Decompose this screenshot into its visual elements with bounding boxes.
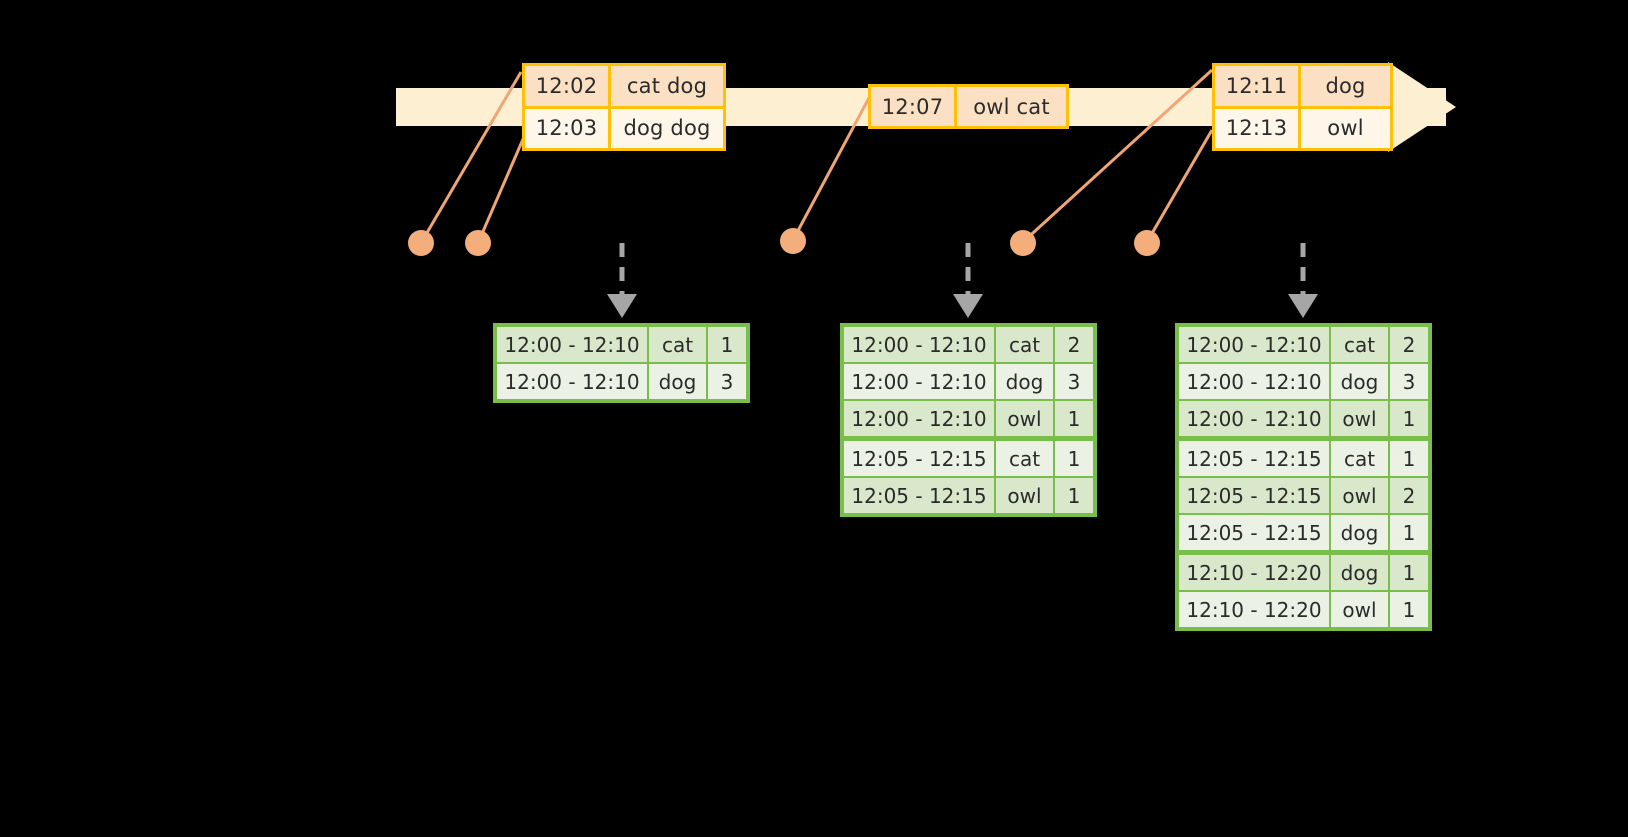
stream-marker-2 bbox=[465, 230, 491, 256]
cell-window: 12:00 - 12:10 bbox=[1179, 401, 1329, 436]
cell-window: 12:00 - 12:10 bbox=[844, 364, 994, 399]
event-value: dog dog bbox=[611, 108, 723, 148]
event-row: 12:03 dog dog bbox=[525, 105, 723, 148]
cell-key: dog bbox=[1331, 515, 1388, 550]
cell-count: 1 bbox=[1055, 401, 1093, 436]
cell-window: 12:00 - 12:10 bbox=[844, 401, 994, 436]
cell-window: 12:00 - 12:10 bbox=[497, 327, 647, 362]
cell-window: 12:05 - 12:15 bbox=[1179, 441, 1329, 476]
cell-key: cat bbox=[1331, 441, 1388, 476]
event-group-3: 12:11 dog 12:13 owl bbox=[1212, 63, 1393, 151]
event-group-2: 12:07 owl cat bbox=[868, 84, 1069, 129]
cell-count: 1 bbox=[1055, 441, 1093, 476]
cell-count: 1 bbox=[1390, 401, 1428, 436]
cell-key: owl bbox=[996, 401, 1053, 436]
cell-key: cat bbox=[1331, 327, 1388, 362]
cell-window: 12:00 - 12:10 bbox=[1179, 364, 1329, 399]
stream-marker-5 bbox=[1134, 230, 1160, 256]
cell-key: owl bbox=[1331, 478, 1388, 513]
flow-arrow-2 bbox=[953, 243, 983, 318]
event-row: 12:02 cat dog bbox=[525, 66, 723, 106]
cell-count: 3 bbox=[1390, 364, 1428, 399]
cell-count: 3 bbox=[1055, 364, 1093, 399]
event-row: 12:11 dog bbox=[1215, 66, 1390, 106]
cell-window: 12:00 - 12:10 bbox=[497, 364, 647, 399]
event-group-1: 12:02 cat dog 12:03 dog dog bbox=[522, 63, 726, 151]
cell-count: 2 bbox=[1390, 327, 1428, 362]
cell-count: 2 bbox=[1390, 478, 1428, 513]
event-row: 12:07 owl cat bbox=[871, 87, 1066, 126]
flow-arrow-1 bbox=[607, 243, 637, 318]
cell-window: 12:10 - 12:20 bbox=[1179, 592, 1329, 627]
stream-marker-1 bbox=[408, 230, 434, 256]
event-value: owl bbox=[1301, 108, 1390, 148]
cell-count: 1 bbox=[1390, 441, 1428, 476]
event-timestamp: 12:13 bbox=[1215, 108, 1301, 148]
cell-count: 1 bbox=[1390, 515, 1428, 550]
cell-key: cat bbox=[996, 441, 1053, 476]
cell-window: 12:05 - 12:15 bbox=[844, 441, 994, 476]
cell-window: 12:05 - 12:15 bbox=[1179, 515, 1329, 550]
event-timestamp: 12:02 bbox=[525, 66, 611, 106]
cell-count: 3 bbox=[708, 364, 746, 399]
cell-window: 12:00 - 12:10 bbox=[844, 327, 994, 362]
cell-key: cat bbox=[996, 327, 1053, 362]
stream-marker-4 bbox=[1010, 230, 1036, 256]
cell-count: 2 bbox=[1055, 327, 1093, 362]
cell-window: 12:00 - 12:10 bbox=[1179, 327, 1329, 362]
cell-count: 1 bbox=[1390, 555, 1428, 590]
event-timestamp: 12:11 bbox=[1215, 66, 1301, 106]
cell-key: owl bbox=[996, 478, 1053, 513]
event-row: 12:13 owl bbox=[1215, 105, 1390, 148]
cell-key: dog bbox=[996, 364, 1053, 399]
cell-window: 12:10 - 12:20 bbox=[1179, 555, 1329, 590]
event-timestamp: 12:03 bbox=[525, 108, 611, 148]
event-timestamp: 12:07 bbox=[871, 87, 957, 126]
cell-key: dog bbox=[1331, 555, 1388, 590]
flow-arrow-3 bbox=[1288, 243, 1318, 318]
event-value: dog bbox=[1301, 66, 1390, 106]
stream-marker-3 bbox=[780, 228, 806, 254]
event-value: owl cat bbox=[957, 87, 1066, 126]
cell-key: dog bbox=[649, 364, 706, 399]
cell-count: 1 bbox=[1390, 592, 1428, 627]
cell-window: 12:05 - 12:15 bbox=[844, 478, 994, 513]
cell-window: 12:05 - 12:15 bbox=[1179, 478, 1329, 513]
event-value: cat dog bbox=[611, 66, 723, 106]
cell-key: cat bbox=[649, 327, 706, 362]
cell-count: 1 bbox=[1055, 478, 1093, 513]
cell-count: 1 bbox=[708, 327, 746, 362]
cell-key: owl bbox=[1331, 592, 1388, 627]
cell-key: dog bbox=[1331, 364, 1388, 399]
cell-key: owl bbox=[1331, 401, 1388, 436]
